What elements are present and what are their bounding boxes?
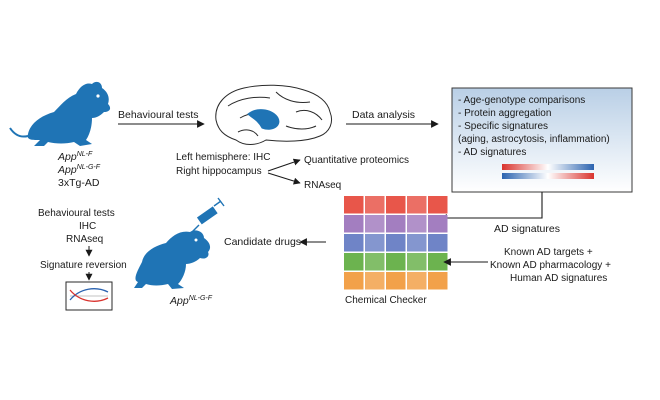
data-analysis-label: Data analysis — [352, 109, 415, 121]
chemical-checker-cell — [428, 272, 448, 290]
model-3xtg: 3xTg-AD — [58, 177, 100, 189]
chemical-checker-grid — [344, 196, 448, 290]
signature-item: - AD signatures — [458, 147, 526, 158]
validation-step: RNAseq — [66, 234, 103, 245]
signature-item: - Protein aggregation — [458, 108, 551, 119]
chemical-checker-cell — [407, 234, 427, 252]
chemical-checker-cell — [344, 272, 364, 290]
chemical-checker-cell — [344, 234, 364, 252]
chemical-checker-cell — [386, 253, 406, 271]
chemical-checker-cell — [386, 272, 406, 290]
chemical-checker-cell — [428, 253, 448, 271]
chemical-checker-cell — [386, 215, 406, 233]
arrow-to-proteomics — [267, 158, 301, 172]
treated-model-label: AppNL-G-F — [169, 295, 213, 307]
known-input: Known AD targets + — [504, 247, 593, 258]
mouse-icon — [9, 81, 111, 146]
arrow-to-chemical-checker — [439, 192, 543, 222]
signature-gradient-bar — [502, 173, 594, 179]
validation-step: Behavioural tests — [38, 208, 115, 219]
signature-item: - Specific signatures — [458, 121, 548, 132]
chemical-checker-cell — [365, 196, 385, 214]
chemical-checker-cell — [386, 234, 406, 252]
signature-item: - Age-genotype comparisons — [458, 95, 585, 106]
signature-reversion-plot — [65, 281, 113, 311]
chemical-checker-cell — [344, 253, 364, 271]
chemical-checker-cell — [428, 215, 448, 233]
chemical-checker-cell — [344, 196, 364, 214]
candidate-drugs-label: Candidate drugs — [224, 236, 301, 248]
chemical-checker-cell — [407, 272, 427, 290]
signature-gradient-bar — [502, 164, 594, 170]
chemical-checker-cell — [365, 215, 385, 233]
model-app-nlf: AppNL-F — [57, 151, 93, 163]
validation-step: Signature reversion — [40, 260, 127, 271]
chemical-checker-cell — [428, 196, 448, 214]
chemical-checker-cell — [428, 234, 448, 252]
chemical-checker-cell — [365, 253, 385, 271]
chemical-checker-cell — [344, 215, 364, 233]
behavioural-tests-label: Behavioural tests — [118, 109, 199, 121]
known-input: Known AD pharmacology + — [490, 260, 611, 271]
chemical-checker-cell — [365, 234, 385, 252]
model-app-nlgf: AppNL-G-F — [57, 164, 101, 176]
chemical-checker-cell — [365, 272, 385, 290]
right-hippocampus-label: Right hippocampus — [176, 166, 262, 177]
chemical-checker-cell — [407, 253, 427, 271]
quantitative-proteomics-label: Quantitative proteomics — [304, 155, 409, 166]
chemical-checker-label: Chemical Checker — [345, 295, 427, 306]
brain-icon — [215, 84, 333, 145]
rnaseq-label: RNAseq — [304, 180, 341, 191]
chemical-checker-cell — [407, 215, 427, 233]
validation-step: IHC — [79, 221, 96, 232]
arrow-to-rnaseq — [267, 172, 301, 185]
syringe-icon — [191, 197, 225, 233]
left-hemisphere-label: Left hemisphere: IHC — [176, 152, 271, 163]
ad-signatures-label: AD signatures — [494, 223, 560, 235]
treated-mouse-icon — [134, 230, 211, 289]
known-input: Human AD signatures — [510, 273, 607, 284]
chemical-checker-cell — [386, 196, 406, 214]
signature-item: (aging, astrocytosis, inflammation) — [458, 134, 610, 145]
chemical-checker-cell — [407, 196, 427, 214]
